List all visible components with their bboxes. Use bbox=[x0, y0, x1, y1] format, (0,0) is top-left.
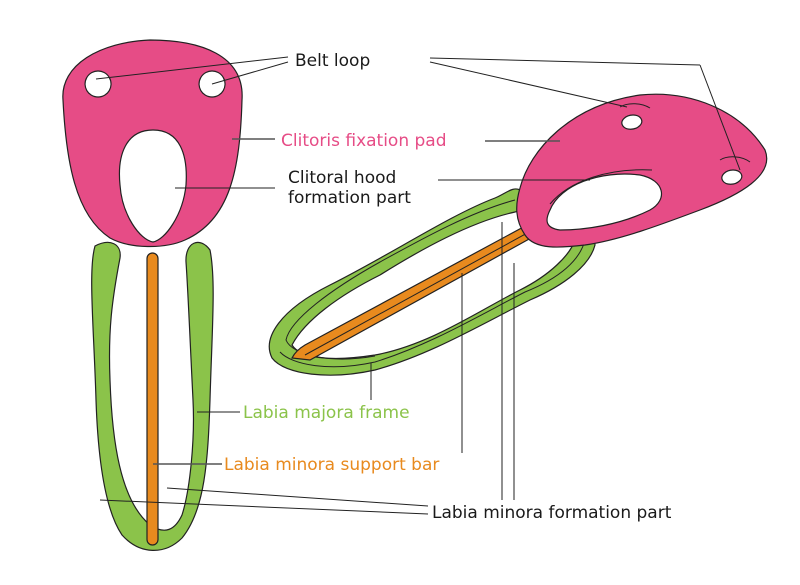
angled-clitoris-fixation-pad bbox=[516, 93, 768, 248]
label-labia-minora-support-bar: Labia minora support bar bbox=[224, 455, 439, 475]
front-labia-majora-frame bbox=[91, 241, 214, 551]
front-labia-minora-support-bar bbox=[146, 252, 159, 546]
label-clitoris-fixation-pad: Clitoris fixation pad bbox=[281, 131, 447, 151]
angled-view bbox=[268, 93, 768, 376]
label-labia-majora-frame: Labia majora frame bbox=[243, 403, 410, 423]
front-clitoris-fixation-pad bbox=[62, 39, 243, 248]
label-clitoral-hood-line2: formation part bbox=[288, 188, 411, 208]
leader-lines bbox=[95, 56, 741, 515]
label-belt-loop: Belt loop bbox=[295, 51, 370, 71]
front-view bbox=[62, 39, 243, 551]
label-clitoral-hood-line1: Clitoral hood bbox=[288, 168, 396, 188]
label-labia-minora-formation-part: Labia minora formation part bbox=[432, 503, 672, 523]
